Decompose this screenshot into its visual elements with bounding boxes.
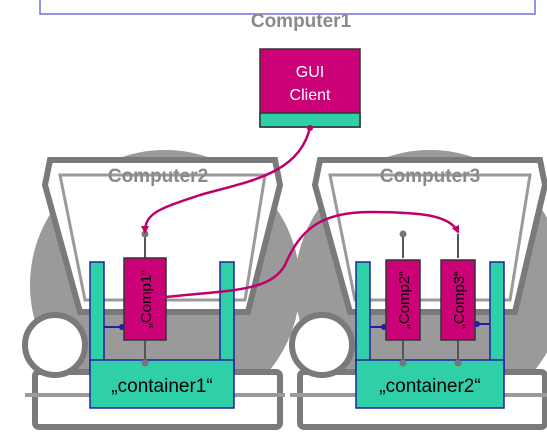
comp1-label: „Comp1“	[138, 270, 155, 328]
computer1-gui-client: GUI Client	[259, 48, 361, 128]
gui-client-label-line1: GUI	[296, 64, 324, 81]
container2: „container2“	[355, 261, 505, 409]
computer1-title: Computer1	[251, 11, 352, 32]
comp3-label: „Comp3“	[451, 271, 468, 329]
gui-client-label-line2: Client	[290, 87, 331, 104]
computer2-title: Computer2	[108, 166, 208, 187]
component-comp3: „Comp3“	[440, 234, 490, 367]
connection-source-dot	[307, 125, 313, 131]
component-comp2: „Comp2“	[370, 230, 421, 367]
container1-label: „container1“	[111, 376, 212, 397]
component-comp1: „Comp1“	[104, 230, 167, 367]
connection-gui-client-to-comp1	[141, 126, 312, 234]
comp2-label: „Comp2“	[396, 271, 413, 329]
top-frame-border	[39, 0, 536, 15]
computer3-title: Computer3	[380, 166, 480, 187]
connection-comp1-to-comp3	[165, 210, 460, 299]
container2-label: „container2“	[379, 376, 480, 397]
container1: „container1“	[89, 261, 235, 409]
